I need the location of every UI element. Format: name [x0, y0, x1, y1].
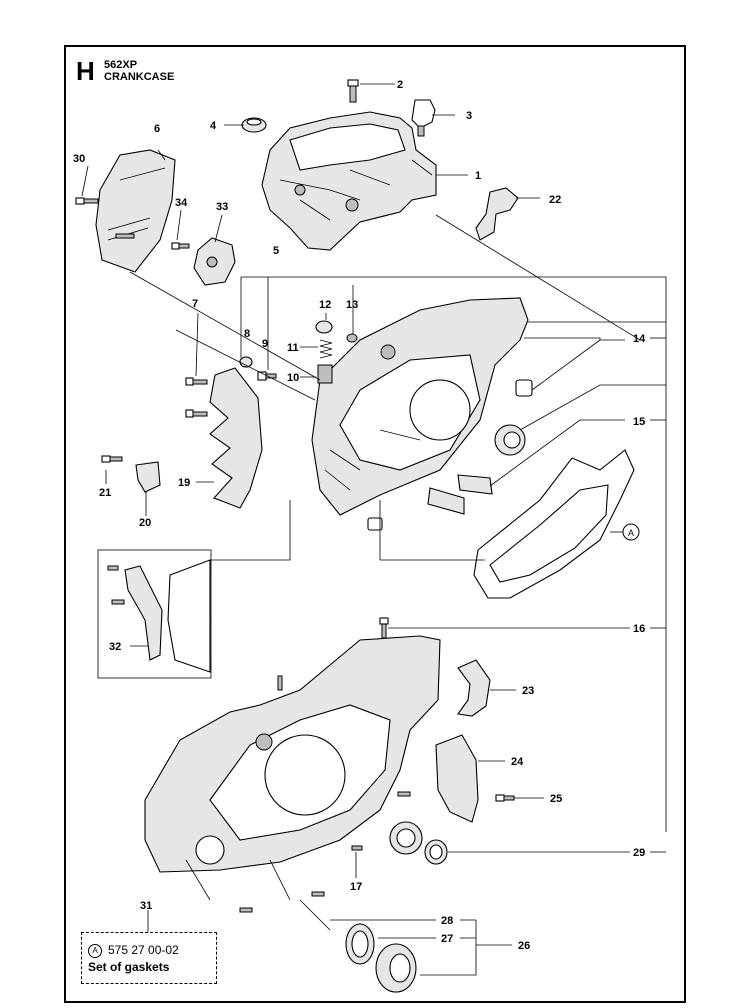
- part-16-screw[interactable]: [379, 617, 389, 639]
- part-11-spring[interactable]: [319, 339, 333, 359]
- callout-3: 3: [466, 110, 472, 122]
- model-name: 562XP: [104, 59, 138, 71]
- callout-22: 22: [549, 194, 561, 206]
- inset-detail-box: [97, 549, 212, 679]
- part-23-strip[interactable]: [457, 659, 491, 717]
- callout-33: 33: [216, 201, 228, 213]
- callout-4: 4: [210, 120, 217, 132]
- callout-17: 17: [350, 881, 362, 893]
- callout-26: 26: [518, 940, 530, 952]
- part-34-screw[interactable]: [171, 242, 190, 250]
- part-4-grommet[interactable]: [241, 117, 267, 133]
- crankcase-bolts[interactable]: [367, 474, 493, 531]
- callout-24: 24: [511, 756, 524, 768]
- callout-13: 13: [346, 299, 358, 311]
- callout-23: 23: [522, 685, 534, 697]
- part-13-nut[interactable]: [346, 333, 358, 343]
- callout-25: 25: [550, 793, 562, 805]
- part-27-ring[interactable]: [345, 923, 375, 965]
- callout-28: 28: [441, 915, 453, 927]
- callout-34: 34: [175, 197, 188, 209]
- callout-1: 1: [475, 170, 481, 182]
- callout-19: 19: [178, 477, 190, 489]
- callout-7: 7: [192, 298, 198, 310]
- part-25-screw[interactable]: [495, 794, 515, 802]
- part-21-screw[interactable]: [101, 455, 123, 463]
- callout-29: 29: [633, 847, 645, 859]
- callout-16: 16: [633, 623, 645, 635]
- kit-part-number-line: A 575 27 00-02: [88, 943, 179, 958]
- part-26-cap[interactable]: [375, 943, 417, 993]
- callout-8: 8: [244, 328, 250, 340]
- kit-part-number: 575 27 00-02: [108, 943, 179, 957]
- callout-10: 10: [287, 372, 299, 384]
- part-22-lever[interactable]: [475, 187, 519, 241]
- crankcase-lower-half[interactable]: [144, 635, 441, 873]
- svg-text:A: A: [628, 528, 634, 538]
- part-29-seal[interactable]: [389, 821, 448, 865]
- callout-15: 15: [633, 416, 645, 428]
- callout-11: 11: [287, 342, 299, 354]
- part-7-screws[interactable]: [185, 377, 208, 418]
- part-14-bushing[interactable]: [515, 379, 533, 397]
- part-1-upper-housing[interactable]: [261, 111, 437, 251]
- part-24-cover[interactable]: [435, 734, 479, 823]
- callout-14: 14: [633, 333, 646, 345]
- part-15-bearing[interactable]: [494, 424, 526, 456]
- callout-12: 12: [319, 299, 331, 311]
- part-30-screw[interactable]: [75, 197, 99, 205]
- reference-marker-a: A: [622, 523, 640, 541]
- section-letter: H: [76, 56, 95, 86]
- diagram-heading: 562XP CRANKCASE: [104, 59, 174, 83]
- kit-reference-marker: A: [88, 944, 102, 958]
- part-17-screws[interactable]: [239, 675, 411, 913]
- callout-6: 6: [154, 123, 160, 135]
- leader-lines: [81, 83, 667, 976]
- part-6-guard-plate[interactable]: [95, 149, 176, 273]
- diagram-title: CRANKCASE: [104, 71, 175, 83]
- callout-labels: 1 2 3 4 5 6 7 8 9 10 11 12 13 14 15 16 1…: [73, 79, 646, 952]
- diagram-frame: [64, 45, 686, 1003]
- gasket-kit-box: [81, 932, 217, 984]
- crankcase-gasket[interactable]: [473, 449, 635, 599]
- part-3-fitting[interactable]: [411, 99, 436, 137]
- kit-description: Set of gaskets: [88, 960, 170, 974]
- callout-20: 20: [139, 517, 151, 529]
- part-19-plate[interactable]: [209, 367, 263, 509]
- callout-30: 30: [73, 153, 85, 165]
- part-33-bracket[interactable]: [193, 237, 236, 286]
- callout-21: 21: [99, 487, 111, 499]
- callout-31: 31: [140, 900, 152, 912]
- part-2-screw[interactable]: [347, 79, 359, 103]
- crankcase-center-half[interactable]: [311, 297, 529, 516]
- callout-5: 5: [273, 245, 279, 257]
- callout-9: 9: [262, 338, 268, 350]
- part-10-block[interactable]: [317, 364, 333, 384]
- part-20-bracket[interactable]: [135, 461, 161, 493]
- callout-32: 32: [109, 641, 121, 653]
- part-12-cap[interactable]: [315, 320, 333, 334]
- callout-2: 2: [397, 79, 403, 91]
- callout-27: 27: [441, 933, 453, 945]
